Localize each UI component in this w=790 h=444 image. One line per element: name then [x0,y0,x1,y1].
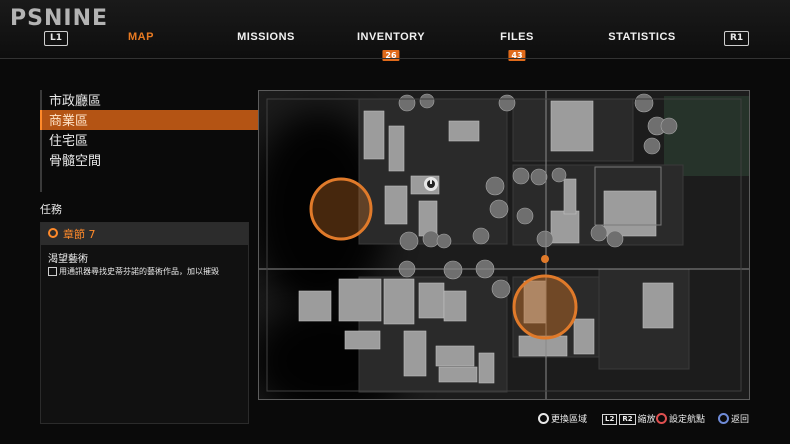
inventory-count-badge: 26 [382,50,400,61]
set-waypoint-hint: 設定航點 [656,412,705,425]
r2-key: R2 [619,414,636,425]
mission-name: 渴望藝術 [48,254,88,265]
objective-ring-icon [48,228,58,238]
files-count-badge: 43 [508,50,526,61]
l2-key: L2 [602,414,618,425]
task-text: 用通訊器尋找史蒂芬諾的藝術作品，加以摧毀 [59,267,219,276]
area-list: 市政廳區 商業區 住宅區 骨髓空間 [40,90,258,170]
nav-divider [0,58,790,59]
tab-map[interactable]: MAP [128,31,154,43]
chapter-row[interactable]: 章節 7 [41,223,248,245]
psnine-watermark: PSNINE [10,6,109,31]
tab-missions[interactable]: MISSIONS [237,31,295,43]
r1-button[interactable]: R1 [724,31,750,46]
task-checkbox [48,267,57,276]
back-hint: 返回 [718,412,749,425]
back-label: 返回 [731,415,750,425]
area-item-civic[interactable]: 市政廳區 [40,90,258,110]
zoom-label: 縮放 [637,415,656,425]
tab-files[interactable]: FILES [500,31,534,43]
mission-header: 任務 [40,203,62,216]
switch-area-hint: 更換區域 [538,412,587,425]
city-map[interactable] [258,90,750,400]
tab-inventory[interactable]: INVENTORY [356,31,426,43]
dpad-icon [538,413,549,424]
l1-button[interactable]: L1 [44,31,68,46]
map-graphic [259,91,749,399]
area-item-marrow[interactable]: 骨髓空間 [40,150,258,170]
chapter-label: 章節 7 [63,228,96,241]
set-waypoint-label: 設定航點 [669,415,706,425]
circle-button-icon [656,413,667,424]
tab-statistics[interactable]: STATISTICS [608,31,676,43]
area-list-line [40,170,42,192]
top-nav-bar: PSNINE L1 MAP MISSIONS INVENTORY 26 FILE… [0,0,790,61]
cross-button-icon [718,413,729,424]
switch-area-label: 更換區域 [551,415,588,425]
area-item-commercial[interactable]: 商業區 [40,110,258,130]
mission-panel: 章節 7 渴望藝術 用通訊器尋找史蒂芬諾的藝術作品，加以摧毀 [40,222,249,424]
area-item-residential[interactable]: 住宅區 [40,130,258,150]
